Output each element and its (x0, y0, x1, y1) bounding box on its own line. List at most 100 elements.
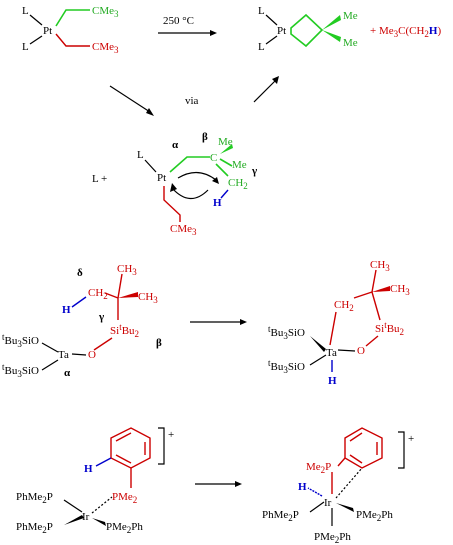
arrowhead (210, 30, 217, 36)
c-h-bond (220, 189, 229, 199)
free-ligand-plus: L + (92, 173, 107, 185)
bond (353, 291, 373, 299)
via-label: via (185, 95, 199, 107)
curved-arrow (171, 187, 209, 200)
pt-atom: Pt (277, 25, 286, 37)
o-ta-bond (71, 353, 87, 356)
charge-bracket (158, 427, 165, 465)
metallacyclobutane-ring (290, 13, 324, 48)
curved-arrow (177, 171, 217, 181)
gamma-label: γ (251, 165, 257, 177)
arrowhead (170, 183, 177, 192)
wedge-bond (310, 336, 326, 352)
ta-atom: Ta (58, 349, 69, 361)
cme3-red: CMe3 (170, 223, 197, 237)
ta-atom: Ta (326, 347, 337, 359)
wedge-bond (322, 30, 341, 42)
wedge-bond (118, 292, 138, 298)
ligand-L: L (137, 149, 144, 161)
gamma-ch2: CH2 (228, 177, 248, 191)
si-o-bond (93, 337, 113, 351)
phme2p-bottom: PhMe2P (16, 521, 53, 535)
c-h-bond (71, 296, 87, 308)
ligand-L-bottom: L (22, 41, 29, 53)
red-neopentyl-bond (163, 186, 181, 222)
wedge-bond (92, 518, 106, 526)
scheme-2: δ CH2 H CH3 CH3 γ SitBu2 β O Ta α tBu3Si… (2, 259, 410, 387)
h-atom: H (62, 304, 71, 316)
ir-atom: Ir (324, 497, 332, 509)
aromatic-bond (349, 432, 363, 442)
arrow-to-intermediate (109, 85, 151, 113)
bond (309, 501, 325, 513)
bond (117, 273, 123, 299)
wedge-bond (322, 15, 341, 30)
beta-gamma-bond (215, 163, 229, 177)
dashed-bond (335, 467, 363, 499)
arrowhead (146, 108, 154, 116)
beta-carbon: C (210, 152, 217, 164)
bond (265, 35, 278, 45)
c-h-bond (95, 457, 112, 467)
scheme-1: L L Pt CMe3 CMe3 250 °C L L Pt Me Me + M… (22, 5, 441, 237)
wedge-bond (220, 144, 233, 154)
oxygen-atom: O (357, 345, 365, 357)
ir-atom: Ir (82, 511, 90, 523)
bond (144, 159, 157, 173)
hydride: H (298, 481, 307, 493)
ligand-L-bottom: L (258, 41, 265, 53)
cme3-green: CMe3 (92, 5, 119, 19)
wedge-bond (336, 503, 354, 512)
ch3-right: CH3 (138, 291, 158, 305)
ch3-top: CH3 (370, 259, 390, 273)
bond (309, 354, 327, 366)
alpha-label: α (64, 367, 71, 379)
bond (337, 457, 346, 467)
oxygen-atom: O (88, 349, 96, 361)
arrowhead (240, 319, 247, 325)
bond (371, 269, 377, 293)
bond (219, 158, 233, 167)
cationic-charge: + (168, 429, 174, 441)
cme3-red: CMe3 (92, 41, 119, 55)
tbu3sio-bottom: tBu3SiO (268, 358, 305, 375)
charge-bracket (398, 431, 405, 469)
si-o-bond (365, 335, 379, 347)
dashed-bond (91, 496, 113, 514)
pme2ph-bottom: PMe2Ph (314, 531, 351, 545)
neopentyl-red-bond (55, 33, 90, 47)
arrow-to-product (253, 79, 277, 103)
ch3-top: CH3 (117, 263, 137, 277)
hydride: H (328, 375, 337, 387)
pt-atom: Pt (157, 172, 166, 184)
aromatic-bond (115, 454, 132, 464)
delta-label: δ (77, 267, 83, 279)
tbu3sio-bottom: tBu3SiO (2, 362, 39, 379)
neopentyl-green-bond (55, 9, 90, 27)
bond (63, 499, 83, 513)
bond (29, 35, 43, 45)
me2p-red: Me2P (306, 461, 331, 475)
bond (41, 359, 59, 371)
arrowhead (272, 76, 279, 84)
pme2-red: PMe2 (112, 491, 137, 505)
tbu3sio-top: tBu3SiO (268, 324, 305, 341)
ch2-label: CH2 (334, 299, 354, 313)
si-tbu2: SitBu2 (110, 322, 139, 339)
bond (265, 14, 278, 26)
beta-label: β (202, 131, 208, 143)
bond (371, 291, 381, 321)
tbu3sio-top: tBu3SiO (2, 332, 39, 349)
pme2ph-right: PMe2Ph (356, 509, 393, 523)
methyl-top: Me (343, 10, 358, 22)
condition-label: 250 °C (163, 15, 194, 27)
bond (329, 311, 337, 346)
arrowhead (235, 481, 242, 487)
wedge-bond (372, 286, 390, 292)
alpha-label: α (172, 139, 179, 151)
wedge-bond (64, 515, 84, 525)
cationic-charge: + (408, 433, 414, 445)
beta-label: β (156, 337, 162, 349)
ch3-right: CH3 (390, 283, 410, 297)
